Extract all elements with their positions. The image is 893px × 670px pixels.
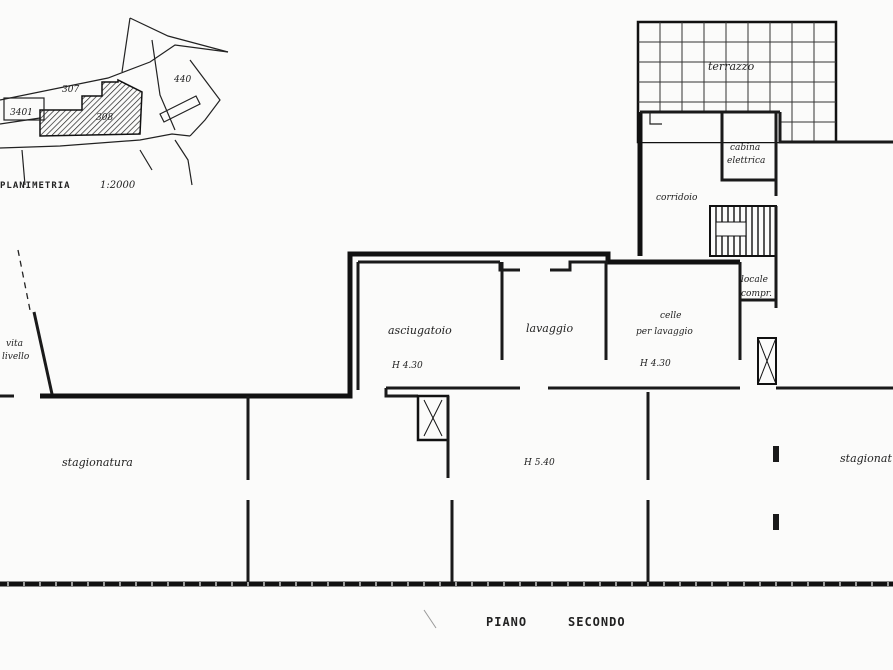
left-fragment-label: livello [2,352,30,362]
site-building-right [159,95,201,123]
column [773,446,779,462]
site-building-left [3,97,45,121]
column [773,514,779,530]
parcel-label: 3401 [10,108,33,118]
left-fragment-label: vita [6,339,23,349]
compressor-room-label: locale [741,275,768,285]
corridor-label: corridoio [656,193,698,203]
electric-cabin-label: elettrica [727,156,765,166]
seasoning-left-label: stagionatura [62,456,133,469]
washing-cells-label: celle [660,311,681,321]
washing-cells-height: H 4.30 [639,359,671,369]
floor-title: PIANO SECONDO [423,609,626,629]
main-hall: stagionatura H 5.40 stagionat [0,386,893,587]
paper-mark [423,609,437,629]
seasoning-right-label: stagionat [840,452,892,465]
window-marks [7,582,889,586]
site-plan-scale: 1:2000 [100,180,136,191]
parcel-label: 308 [96,113,113,123]
parcel-label: 440 [173,75,191,85]
terrace: terrazzo [636,20,838,144]
service-block: cabina elettrica corridoio locale compr. [637,110,893,385]
left-fragment: vita livello [0,249,54,398]
drying-room-label: asciugatoio [388,324,452,337]
site-plan: 3401 307 308 440 PLANIMETRIA 1:2000 [0,17,229,191]
floor-title-word1: PIANO [486,615,527,629]
hatched-building [39,78,143,137]
electric-cabin-label: cabina [730,143,760,153]
floor-title-word2: SECONDO [568,615,626,629]
main-hall-height: H 5.40 [523,458,555,468]
middle-rooms: asciugatoio H 4.30 lavaggio celle per la… [40,251,742,478]
washing-cells-label: per lavaggio [636,327,693,337]
washing-label: lavaggio [526,322,573,335]
compressor-room-label: compr. [741,289,772,299]
drying-room-height: H 4.30 [391,361,423,371]
terrace-label: terrazzo [708,60,755,73]
site-plan-caption: PLANIMETRIA [0,181,71,191]
parcel-label: 307 [62,85,79,95]
